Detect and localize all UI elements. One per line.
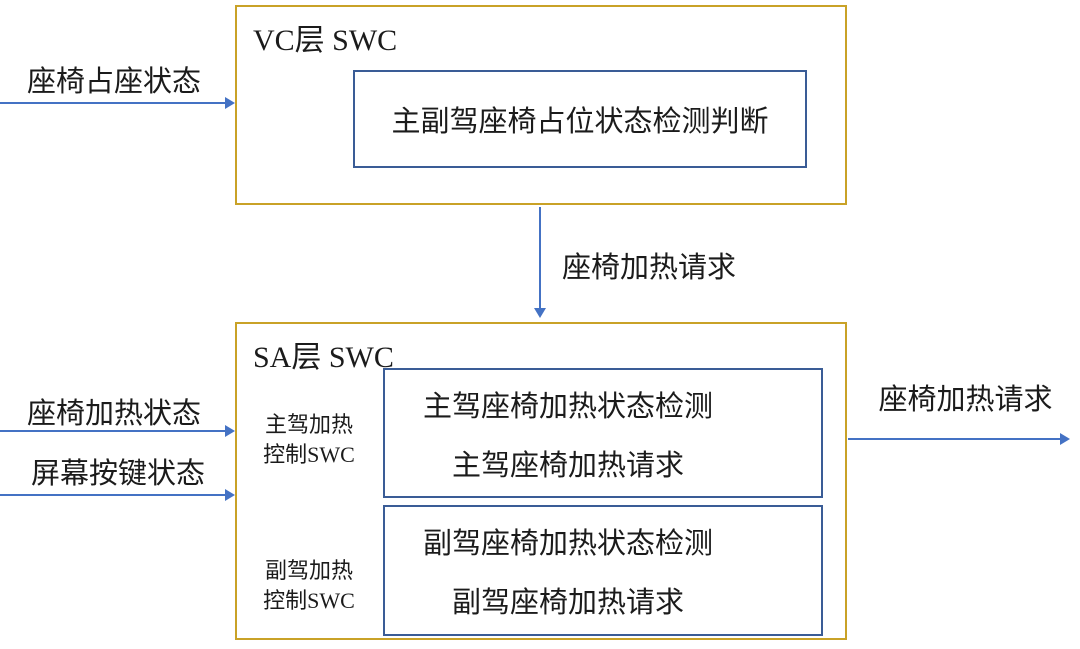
- output-label-seat-heating-request: 座椅加热请求: [878, 384, 1053, 416]
- flow-label-seat-heating-request-mid: 座椅加热请求: [562, 252, 737, 284]
- passenger-heating-request-label: 副驾座椅加热请求: [451, 587, 684, 619]
- sa-layer-box: SA层 SWC 主驾加热 控制SWC 主驾座椅加热状态检测 主驾座椅加热请求 副…: [235, 322, 847, 640]
- input-label-screen-button-status: 屏幕按键状态: [30, 458, 205, 490]
- driver-heating-request-label: 主驾座椅加热请求: [451, 449, 684, 482]
- input-label-seat-heating-status: 座椅加热状态: [26, 398, 201, 430]
- input-label-seat-occupancy: 座椅占座状态: [26, 66, 201, 98]
- passenger-heating-detect-label: 副驾座椅加热状态检测: [422, 528, 713, 560]
- side-label-driver-heating-swc: 主驾加热 控制SWC: [259, 410, 359, 470]
- vc-layer-title: VC层 SWC: [253, 24, 398, 57]
- right-arrow-seat-heating-request-out: [848, 433, 1070, 445]
- side-label-passenger-heating-swc: 副驾加热 控制SWC: [259, 556, 359, 616]
- side-label-driver-line1: 主驾加热: [264, 412, 353, 437]
- passenger-heating-box: 副驾座椅加热状态检测 副驾座椅加热请求: [383, 505, 823, 636]
- occupancy-detection-label: 主副驾座椅占位状态检测判断: [391, 106, 769, 138]
- driver-heating-detect-label: 主驾座椅加热状态检测: [422, 390, 713, 423]
- right-arrow-seat-heating-status: [0, 425, 235, 437]
- vc-layer-box: VC层 SWC 主副驾座椅占位状态检测判断: [235, 5, 847, 205]
- down-arrow-vc-to-sa: [534, 207, 546, 318]
- occupancy-detection-box: 主副驾座椅占位状态检测判断: [353, 70, 807, 168]
- right-arrow-seat-occupancy: [0, 97, 235, 109]
- right-arrow-screen-button-status: [0, 489, 235, 501]
- side-label-driver-line2: 控制SWC: [263, 442, 355, 467]
- side-label-passenger-line1: 副驾加热: [264, 558, 353, 583]
- sa-layer-title: SA层 SWC: [253, 341, 394, 374]
- driver-heating-box: 主驾座椅加热状态检测 主驾座椅加热请求: [383, 368, 823, 498]
- side-label-passenger-line2: 控制SWC: [263, 588, 355, 613]
